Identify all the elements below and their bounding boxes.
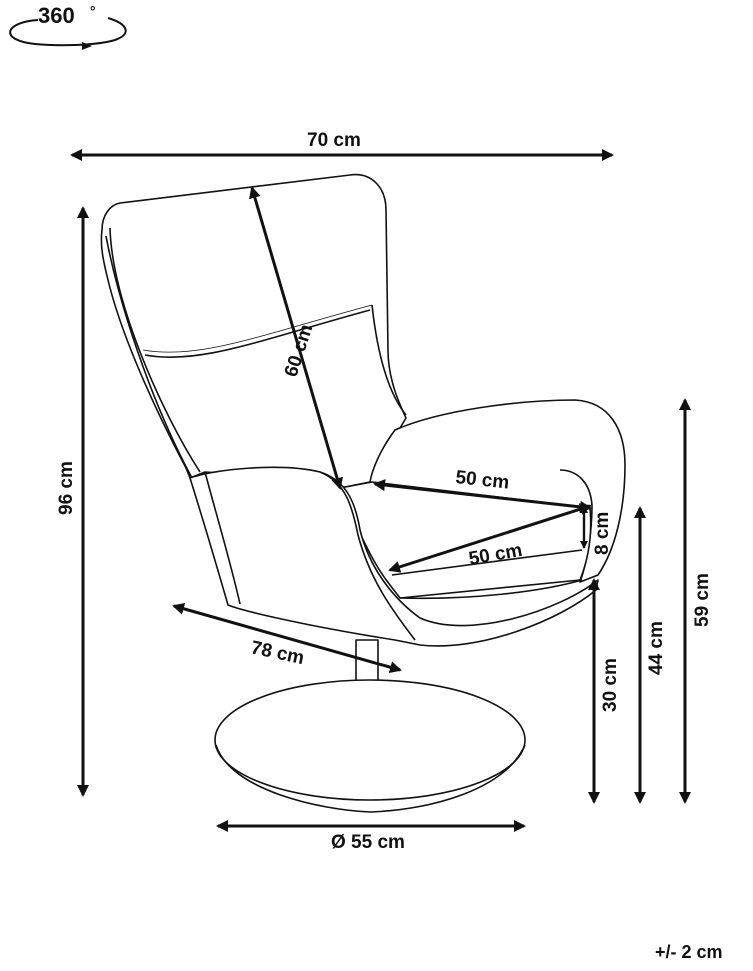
seat-height-label: 44 cm	[646, 621, 667, 675]
frame-height-label: 30 cm	[600, 658, 621, 712]
chair-drawing	[100, 173, 626, 813]
base-disc	[214, 679, 526, 801]
seat-width-label: 50 cm	[454, 467, 510, 494]
dimension-lines	[70, 149, 691, 832]
tolerance-label: +/- 2 cm	[655, 942, 723, 962]
right-armrest	[394, 399, 626, 583]
rotation-degree-symbol: °	[90, 3, 96, 19]
backrest-shell	[100, 173, 407, 489]
base-diameter-label: Ø 55 cm	[331, 832, 405, 853]
rotation-360-icon: 360 °	[9, 3, 127, 50]
overall-height-label: 96 cm	[56, 461, 77, 515]
rotation-degrees-label: 360	[38, 3, 75, 28]
seat-depth-arrow	[388, 503, 592, 573]
cushion-thickness-label: 8 cm	[592, 512, 613, 555]
depth-arrow	[172, 602, 402, 674]
backrest-arrow	[249, 186, 343, 490]
armrest-height-label: 59 cm	[692, 573, 713, 627]
overall-width-label: 70 cm	[307, 130, 361, 151]
